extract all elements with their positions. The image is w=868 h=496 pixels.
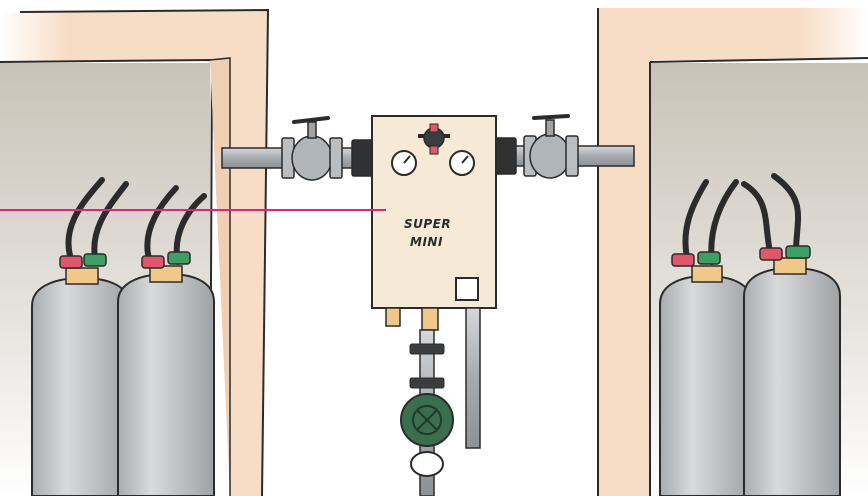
drain-pipe	[466, 308, 480, 448]
status-indicator	[456, 278, 478, 300]
check-valve	[411, 452, 443, 476]
regulator-red	[142, 256, 164, 268]
brand-line-2: MINI	[410, 235, 443, 249]
regulator-red	[760, 248, 782, 260]
gas-cylinder-icon	[118, 274, 214, 496]
pump-icon	[401, 394, 453, 446]
gas-cylinder-icon	[744, 268, 840, 496]
regulator-green	[168, 252, 190, 264]
regulator-green	[698, 252, 720, 264]
gas-cylinder-icon	[660, 276, 752, 496]
regulator-red	[60, 256, 82, 268]
left-valve-icon	[282, 118, 374, 180]
manifold-unit: SUPER MINI	[372, 116, 496, 330]
brand-line-1: SUPER	[404, 217, 451, 231]
pressure-gauge-icon	[392, 151, 416, 175]
right-valve-icon	[494, 116, 578, 178]
pressure-gauge-icon	[450, 151, 474, 175]
regulator-green	[84, 254, 106, 266]
gas-cylinder-icon	[32, 278, 130, 496]
regulator-green	[786, 246, 810, 258]
regulator-red	[672, 254, 694, 266]
